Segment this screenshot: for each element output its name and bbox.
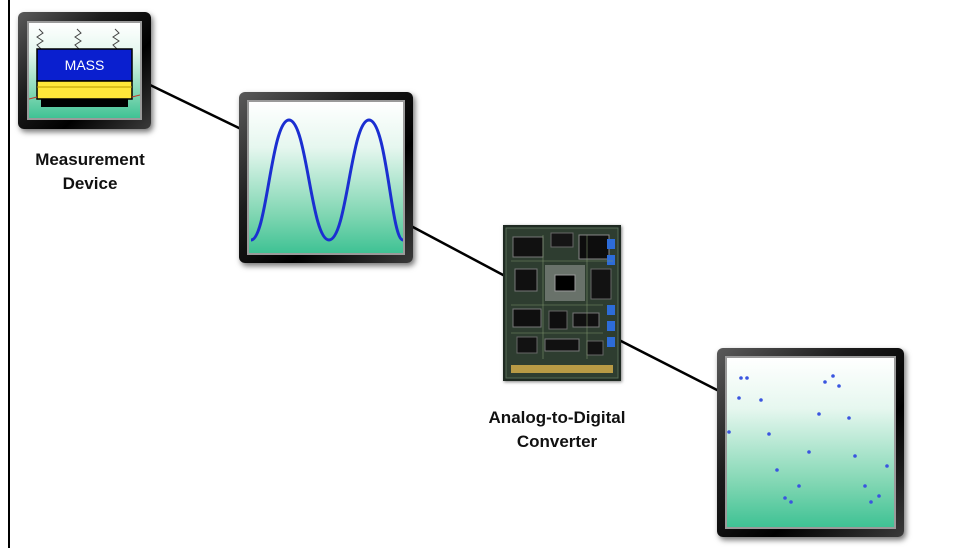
sine-wave-icon xyxy=(250,118,403,242)
connector-signal-to-adc xyxy=(410,224,506,278)
sampled-points-icon xyxy=(727,374,889,504)
mass-block-label: MASS xyxy=(65,57,105,73)
connector-adc-to-digital xyxy=(618,338,720,393)
circuit-board-icon xyxy=(503,225,621,381)
measurement-device-screen: MASS xyxy=(27,21,142,120)
adc-label-line1: Analog-to-Digital xyxy=(488,408,626,427)
adc-label: Analog-to-Digital Converter xyxy=(462,406,652,454)
digital-signal-screen xyxy=(725,356,896,529)
measurement-device-frame: MASS xyxy=(18,12,151,129)
digital-signal-frame xyxy=(717,348,904,537)
measurement-device-label: Measurement Device xyxy=(20,148,160,196)
analog-signal-frame xyxy=(239,92,413,263)
mass-spring-icon: MASS xyxy=(29,28,140,107)
connector-device-to-signal xyxy=(147,82,242,131)
left-border-line xyxy=(8,0,10,548)
measurement-device-label-line2: Device xyxy=(62,174,118,193)
measurement-device-label-line1: Measurement xyxy=(35,150,145,169)
adc-label-line2: Converter xyxy=(516,432,598,451)
analog-signal-screen xyxy=(247,100,405,255)
